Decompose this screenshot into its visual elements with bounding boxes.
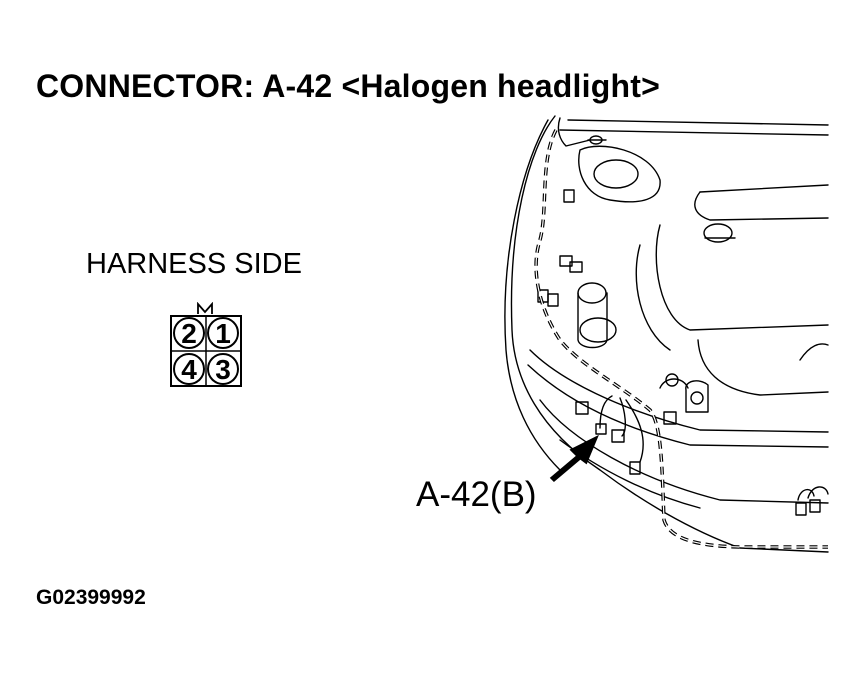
terminal-2: 2 [181,318,197,349]
terminal-4: 4 [181,354,197,385]
harness-side-label: HARNESS SIDE [86,248,302,280]
terminal-1: 1 [215,318,231,349]
connector-callout-label: A-42(B) [416,475,537,514]
connector-latch [197,302,213,314]
connector-pointer-arrow [549,434,599,483]
terminal-3: 3 [215,354,231,385]
connector-face: 2 1 4 3 [170,302,242,387]
figure-code: G02399992 [36,586,146,609]
diagram-title: CONNECTOR: A-42 <Halogen headlight> [36,68,660,104]
